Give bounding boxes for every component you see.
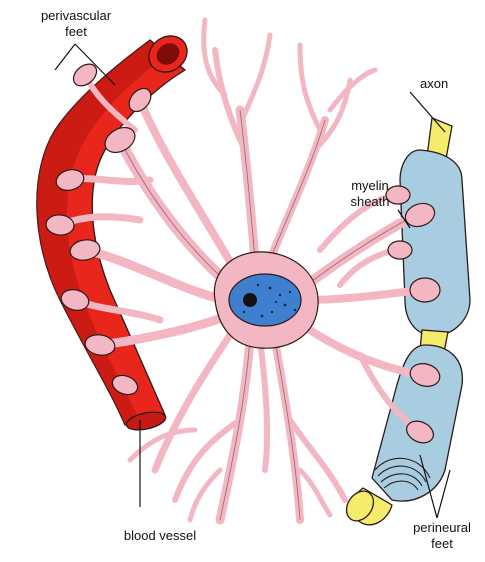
nucleolus: [243, 293, 257, 307]
label-perivascular-line1: perivascular: [41, 8, 112, 23]
label-blood-vessel: blood vessel: [124, 528, 196, 543]
label-myelin-line1: myelin: [351, 178, 389, 193]
nucleus: [229, 274, 301, 326]
label-axon: axon: [420, 76, 448, 91]
label-perineural-line2: feet: [431, 536, 453, 551]
label-myelin-line2: sheath: [350, 194, 389, 209]
label-perineural-line1: perineural: [413, 520, 471, 535]
astrocyte-cell-body: [214, 252, 318, 348]
label-perivascular-line2: feet: [65, 24, 87, 39]
